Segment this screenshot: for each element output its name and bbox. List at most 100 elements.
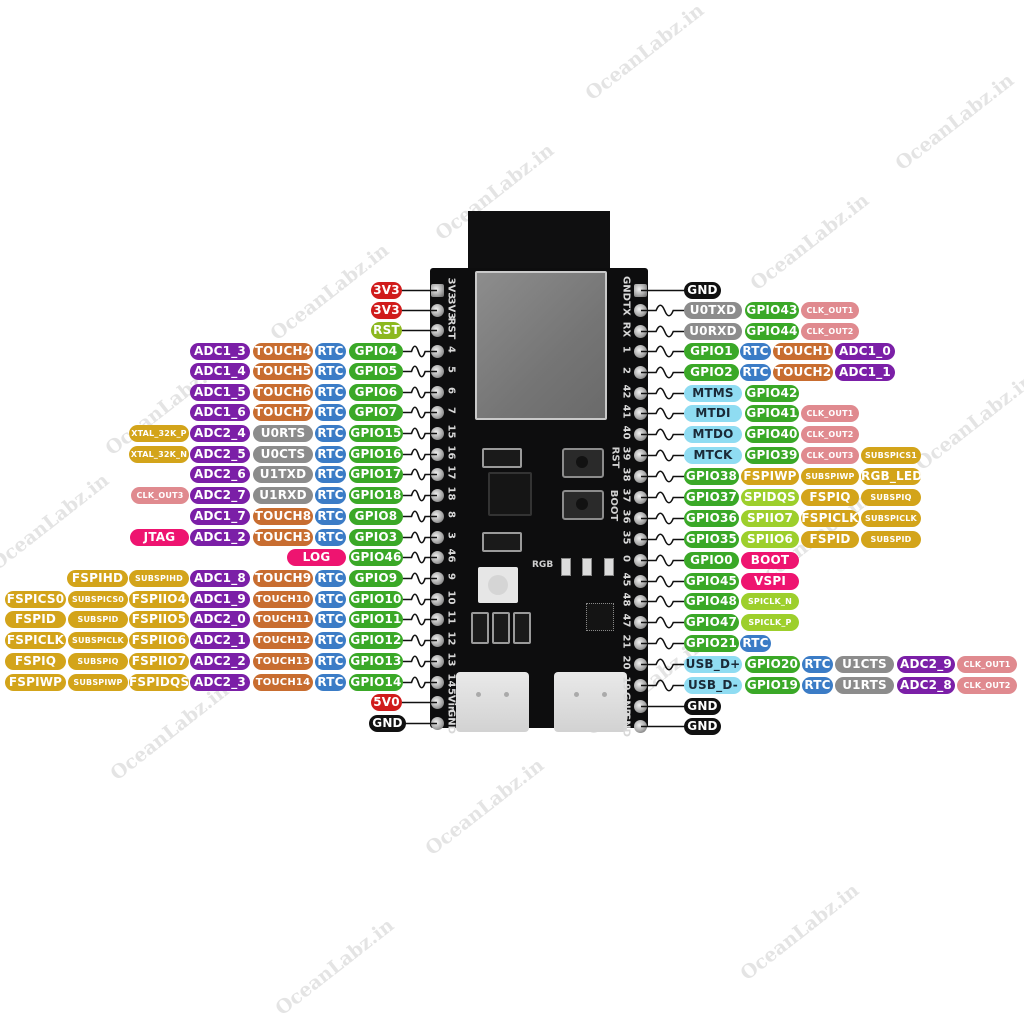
pin-wire [641, 725, 684, 728]
rgb-led [478, 567, 518, 603]
pin-function-label: CLK_OUT2 [801, 426, 859, 443]
pin-function-label: GPIO10 [349, 591, 403, 608]
right-header-pin [634, 407, 647, 420]
pin-function-label: FSPID [5, 611, 66, 628]
pin-wire [403, 572, 437, 585]
pin-wire [403, 365, 437, 378]
pin-function-label: GPIO19 [745, 677, 800, 694]
pin-wire [403, 613, 437, 626]
pin-function-label: GPIO46 [349, 549, 403, 566]
pin-function-label: U0CTS [253, 446, 313, 463]
pin-function-label: RTC [315, 591, 346, 608]
pin-function-label: SPIIO7 [741, 510, 799, 527]
pin-function-label: FSPIIO7 [129, 653, 189, 670]
pin-function-label: GPIO35 [684, 531, 739, 548]
boot-button[interactable] [562, 490, 604, 520]
pin-function-label: SUBSPIHD [129, 570, 189, 587]
watermark-text: OceanLabz.in [891, 69, 1019, 175]
pin-wire [641, 387, 684, 400]
pin-function-label: ADC1_4 [190, 363, 250, 380]
pin-wire [641, 289, 684, 292]
right-header-pin [634, 304, 647, 317]
right-header-pin [634, 658, 647, 671]
pin-function-label: RTC [315, 508, 346, 525]
pin-function-label: RTC [315, 425, 346, 442]
usb-c-port-left[interactable] [456, 672, 529, 732]
pin-function-label: JTAG [130, 529, 189, 546]
rst-button[interactable] [562, 448, 604, 478]
pin-function-label: XTAL_32K_P [129, 425, 189, 442]
pin-function-label: TOUCH11 [253, 611, 313, 628]
fuse-2 [492, 612, 510, 644]
pin-wire [403, 551, 437, 564]
usb-c-port-right[interactable] [554, 672, 627, 732]
diode-top [482, 448, 522, 468]
pin-wire [641, 637, 684, 650]
pin-function-label: FSPIHD [67, 570, 128, 587]
pin-function-label: TOUCH13 [253, 653, 313, 670]
pin-wire [403, 386, 437, 399]
pin-function-label: GPIO11 [349, 611, 403, 628]
pin-function-label: FSPIIO6 [129, 632, 189, 649]
pin-function-label: 3V3 [371, 302, 402, 319]
pin-function-label: RTC [315, 446, 346, 463]
pin-function-label: GPIO36 [684, 510, 739, 527]
pin-wire [403, 427, 437, 440]
pin-function-label: CLK_OUT1 [801, 302, 859, 319]
pin-function-label: SUBSPICS0 [68, 591, 128, 608]
pin-function-label: USB_D- [684, 677, 742, 694]
left-header-pin [431, 613, 444, 626]
pin-function-label: GPIO18 [349, 487, 403, 504]
pin-function-label: GPIO45 [684, 573, 739, 590]
watermark-text: OceanLabz.in [271, 914, 399, 1020]
pin-function-label: GPIO15 [349, 425, 403, 442]
pin-function-label: GPIO44 [745, 323, 799, 340]
pin-function-label: FSPIIO4 [129, 591, 189, 608]
pin-wire [641, 407, 684, 420]
left-header-pin [431, 634, 444, 647]
pin-function-label: MTMS [684, 385, 742, 402]
pin-function-label: SUBSPIWP [68, 674, 128, 691]
left-header-pin [431, 551, 444, 564]
pin-function-label: GPIO6 [349, 384, 403, 401]
pin-function-label: SUBSPIWP [801, 468, 859, 485]
pin-function-label: XTAL_32K_N [129, 446, 189, 463]
right-header-pin [634, 637, 647, 650]
pin-wire [641, 366, 684, 379]
pin-wire [641, 325, 684, 338]
right-header-pin [634, 533, 647, 546]
pin-function-label: GPIO39 [745, 447, 799, 464]
pin-function-label: 3V3 [371, 282, 402, 299]
pin-function-label: U1CTS [835, 656, 894, 673]
rgb-silk-label: RGB [532, 560, 554, 570]
pin-function-label: RTC [802, 677, 833, 694]
left-header-pin [431, 531, 444, 544]
pin-function-label: U0TXD [684, 302, 742, 319]
right-header-pin [634, 428, 647, 441]
right-pin-row: GND [0, 282, 1024, 299]
pin-function-label: SUBSPICLK [861, 510, 921, 527]
pin-function-label: ADC2_2 [190, 653, 250, 670]
pin-function-label: GPIO21 [684, 635, 739, 652]
pin-function-label: TOUCH14 [253, 674, 313, 691]
pin-function-label: MTDI [684, 405, 742, 422]
pin-function-label: ADC1_7 [190, 508, 250, 525]
pin-wire [641, 595, 684, 608]
fuse-3 [513, 612, 531, 644]
pin-function-label: ADC2_1 [190, 632, 250, 649]
pin-function-label: ADC1_9 [190, 591, 250, 608]
pin-function-label: GPIO17 [349, 466, 403, 483]
pin-function-label: FSPIIO5 [129, 611, 189, 628]
left-header-pin [431, 386, 444, 399]
right-header-pin [634, 720, 647, 733]
left-pin-row: GND [0, 715, 1024, 732]
